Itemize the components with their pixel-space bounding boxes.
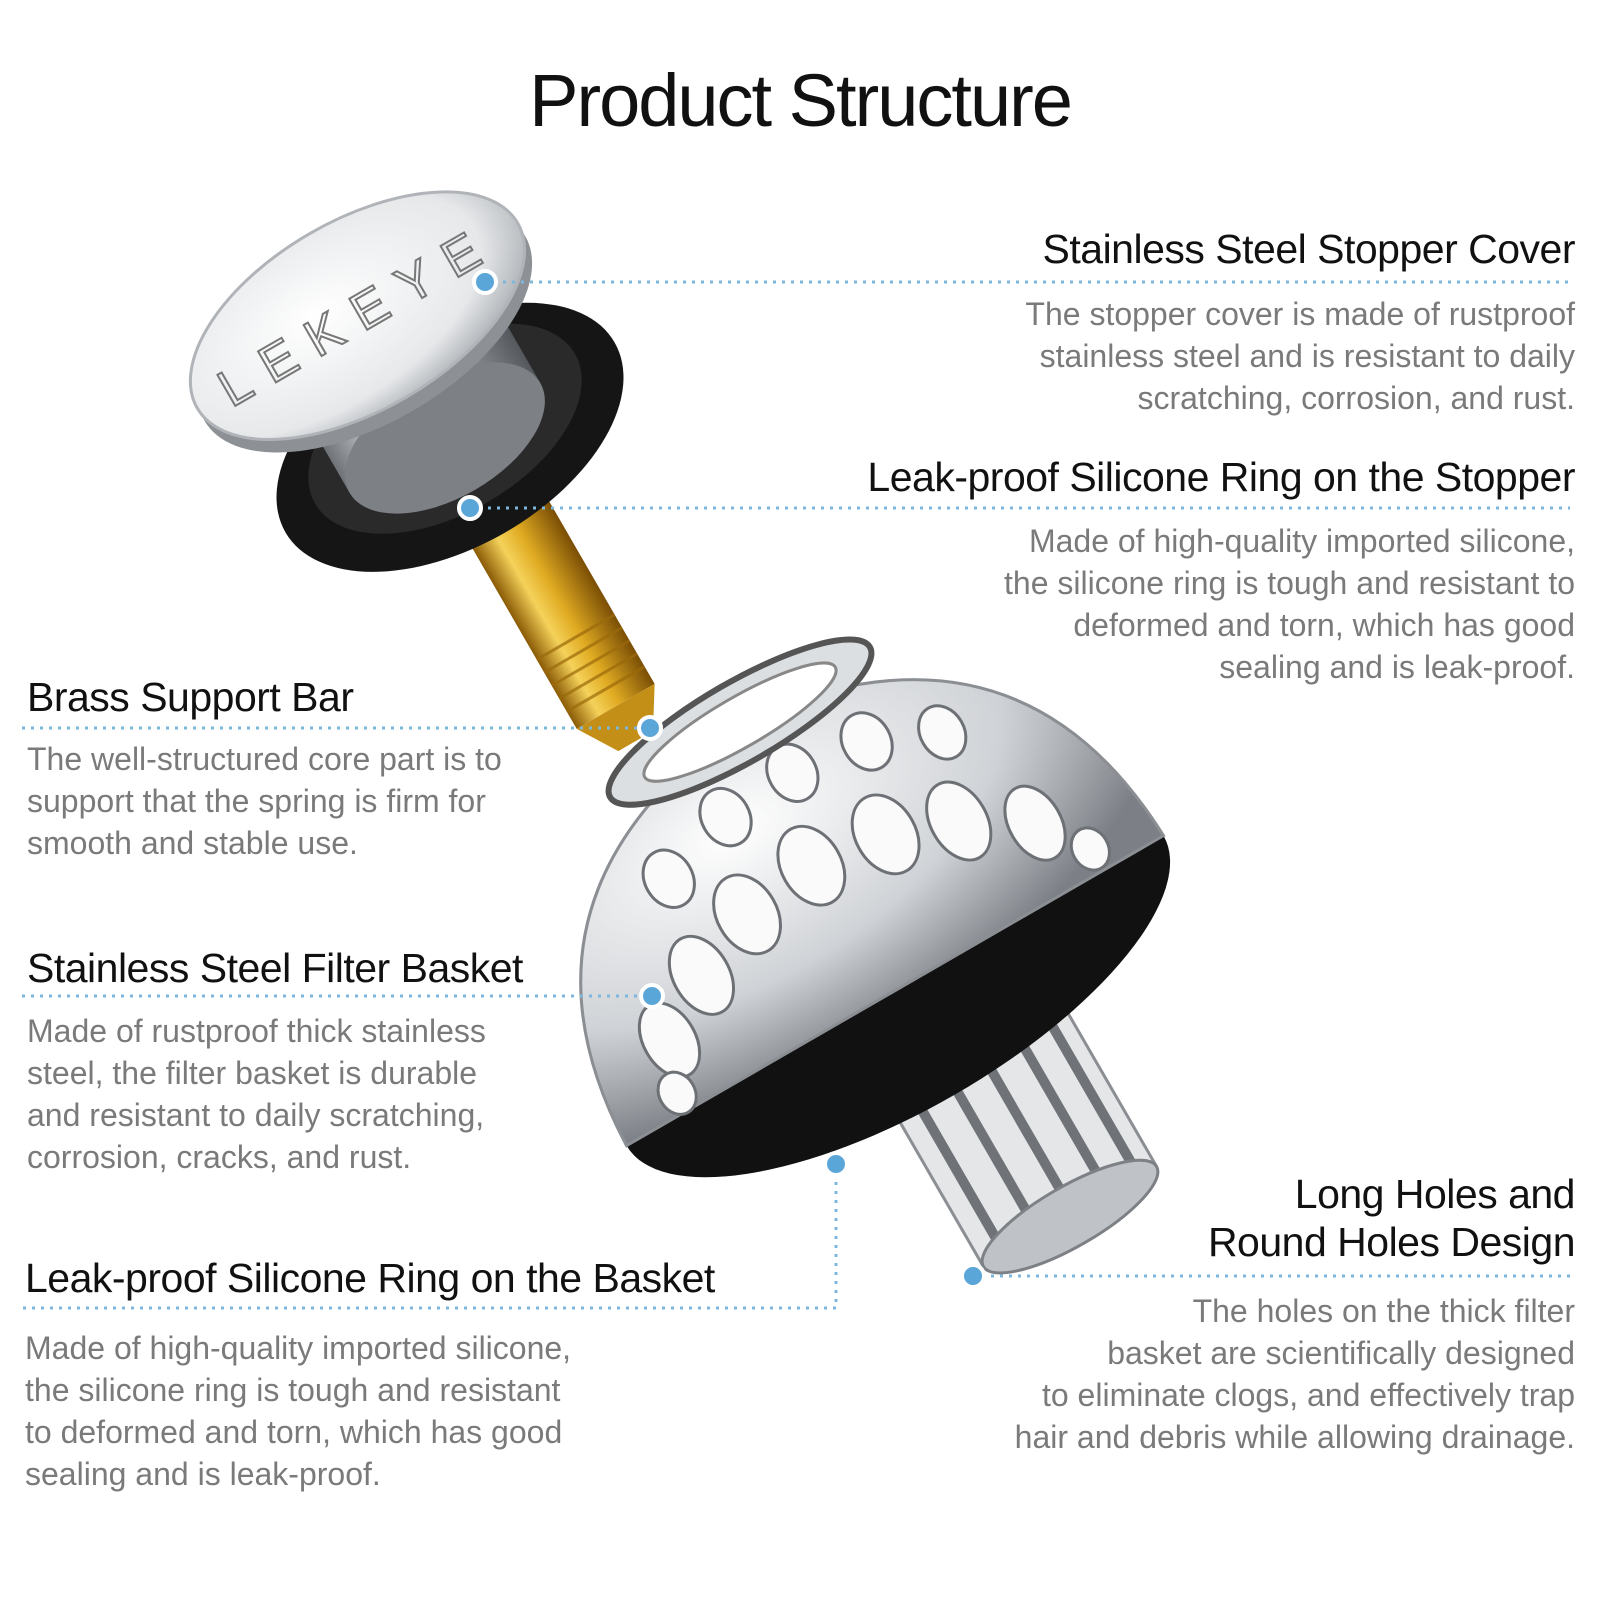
- desc-line: The stopper cover is made of rustproof: [1025, 296, 1575, 332]
- label-brass-bar-heading: Brass Support Bar: [27, 674, 354, 720]
- filter-basket-assembly: [579, 636, 1171, 1275]
- desc-line: basket are scientifically designed: [1107, 1335, 1575, 1371]
- leader-lines: [22, 280, 1570, 1310]
- label-brass-bar-text: The well-structured core part is to supp…: [27, 738, 502, 864]
- desc-line: Made of high-quality imported silicone,: [25, 1330, 572, 1366]
- heading-line: Long Holes and: [1294, 1171, 1576, 1217]
- desc-line: hair and debris while allowing drainage.: [1014, 1419, 1575, 1455]
- page-title: Product Structure: [529, 59, 1073, 142]
- label-stopper-ring-text: Made of high-quality imported silicone, …: [1004, 520, 1575, 688]
- leader-line-basket-ring: [22, 1164, 838, 1310]
- desc-line: corrosion, cracks, and rust.: [27, 1139, 412, 1175]
- desc-line: to eliminate clogs, and effectively trap: [1041, 1377, 1575, 1413]
- dot-basket-ring: [823, 1151, 849, 1177]
- desc-line: support that the spring is firm for: [27, 783, 486, 819]
- label-stopper-cover-text: The stopper cover is made of rustproof s…: [1025, 293, 1575, 419]
- label-basket-ring-text: Made of high-quality imported silicone, …: [25, 1327, 571, 1495]
- desc-line: The holes on the thick filter: [1192, 1293, 1575, 1329]
- dot-stopper-cover: [472, 269, 498, 295]
- dot-stopper-ring: [457, 495, 483, 521]
- desc-line: smooth and stable use.: [27, 825, 358, 861]
- desc-line: deformed and torn, which has good: [1073, 607, 1575, 643]
- dot-brass-bar: [637, 715, 663, 741]
- label-stopper-cover-heading: Stainless Steel Stopper Cover: [1042, 226, 1576, 272]
- label-basket-ring-heading: Leak-proof Silicone Ring on the Basket: [25, 1255, 715, 1301]
- desc-line: to deformed and torn, which has good: [25, 1414, 563, 1450]
- desc-line: sealing and is leak-proof.: [25, 1456, 381, 1492]
- label-stopper-ring-heading: Leak-proof Silicone Ring on the Stopper: [867, 454, 1575, 500]
- heading-line: Round Holes Design: [1207, 1219, 1576, 1265]
- label-holes-heading: Long Holes and Round Holes Design: [1207, 1170, 1576, 1266]
- label-filter-basket-text: Made of rustproof thick stainless steel,…: [27, 1010, 486, 1178]
- callout-dots: [457, 269, 986, 1289]
- desc-line: sealing and is leak-proof.: [1219, 649, 1575, 685]
- desc-line: the silicone ring is tough and resistant…: [1004, 565, 1575, 601]
- desc-line: Made of high-quality imported silicone,: [1028, 523, 1575, 559]
- label-holes-text: The holes on the thick filter basket are…: [1015, 1290, 1575, 1458]
- desc-line: and resistant to daily scratching,: [27, 1097, 485, 1133]
- filter-basket-dome: [579, 636, 1171, 1178]
- desc-line: the silicone ring is tough and resistant: [25, 1372, 561, 1408]
- desc-line: scratching, corrosion, and rust.: [1137, 380, 1575, 416]
- desc-line: Made of rustproof thick stainless: [27, 1013, 486, 1049]
- dot-holes: [960, 1263, 986, 1289]
- stopper-assembly: LEKEYE: [188, 190, 655, 752]
- desc-line: steel, the filter basket is durable: [27, 1055, 478, 1091]
- dot-filter-basket: [639, 983, 665, 1009]
- desc-line: stainless steel and is resistant to dail…: [1039, 338, 1575, 374]
- desc-line: The well-structured core part is to: [27, 741, 502, 777]
- stopper-cover-cap: LEKEYE: [188, 190, 533, 453]
- label-filter-basket-heading: Stainless Steel Filter Basket: [27, 945, 523, 991]
